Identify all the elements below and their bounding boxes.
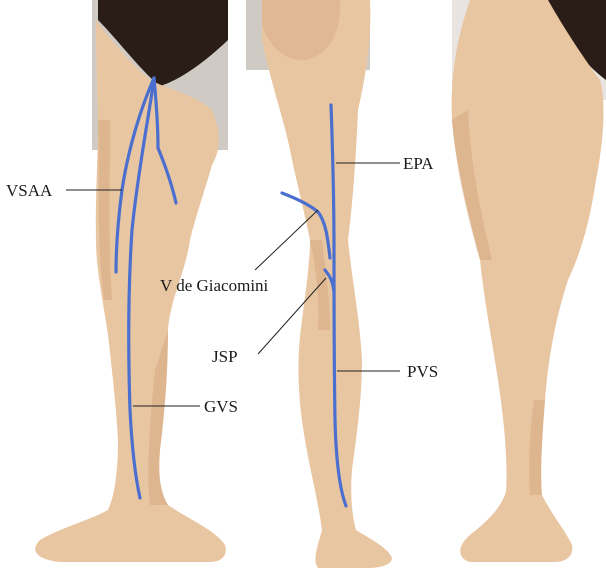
label-epa: EPA bbox=[403, 154, 434, 173]
leader-giacomini bbox=[255, 210, 318, 270]
panel-lateral-view bbox=[452, 0, 606, 562]
panel3-leg bbox=[452, 0, 604, 562]
label-gvs: GVS bbox=[204, 397, 238, 416]
label-giacomini: V de Giacomini bbox=[160, 276, 269, 295]
label-pvs: PVS bbox=[407, 362, 438, 381]
label-vsaa: VSAA bbox=[6, 181, 53, 200]
label-jsp: JSP bbox=[212, 347, 238, 366]
